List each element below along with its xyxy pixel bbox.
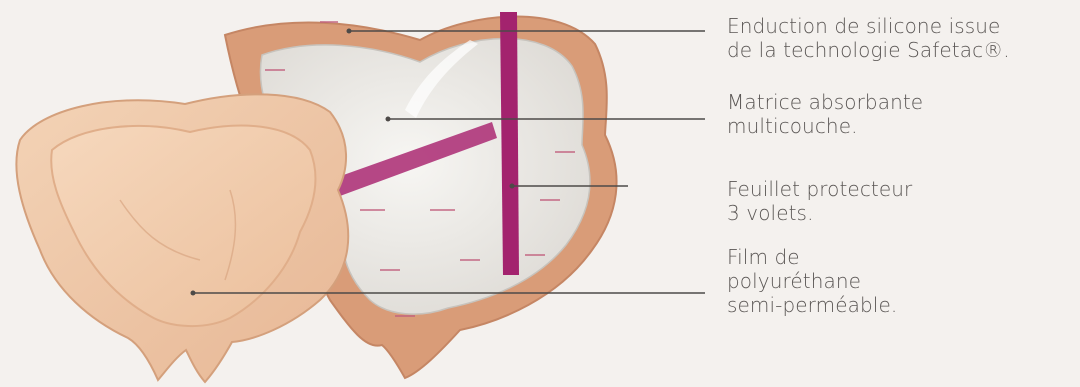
label-line: de la technologie Safetac®. (727, 38, 1010, 62)
label-absorbent-matrix: Matrice absorbante multicouche. (727, 90, 923, 138)
front-dressing-icon (16, 94, 348, 382)
label-protective-sheet: Feuillet protecteur 3 volets. (727, 177, 912, 225)
label-polyurethane-film: Film de polyuréthane semi-perméable. (727, 245, 897, 317)
label-silicone-coating: Enduction de silicone issue de la techno… (727, 14, 1010, 62)
label-line: Enduction de silicone issue (727, 14, 1010, 38)
label-line: 3 volets. (727, 201, 912, 225)
label-line: semi-perméable. (727, 293, 897, 317)
label-line: polyuréthane (727, 269, 897, 293)
label-line: Matrice absorbante (727, 90, 923, 114)
label-line: Film de (727, 245, 897, 269)
label-line: multicouche. (727, 114, 923, 138)
label-line: Feuillet protecteur (727, 177, 912, 201)
